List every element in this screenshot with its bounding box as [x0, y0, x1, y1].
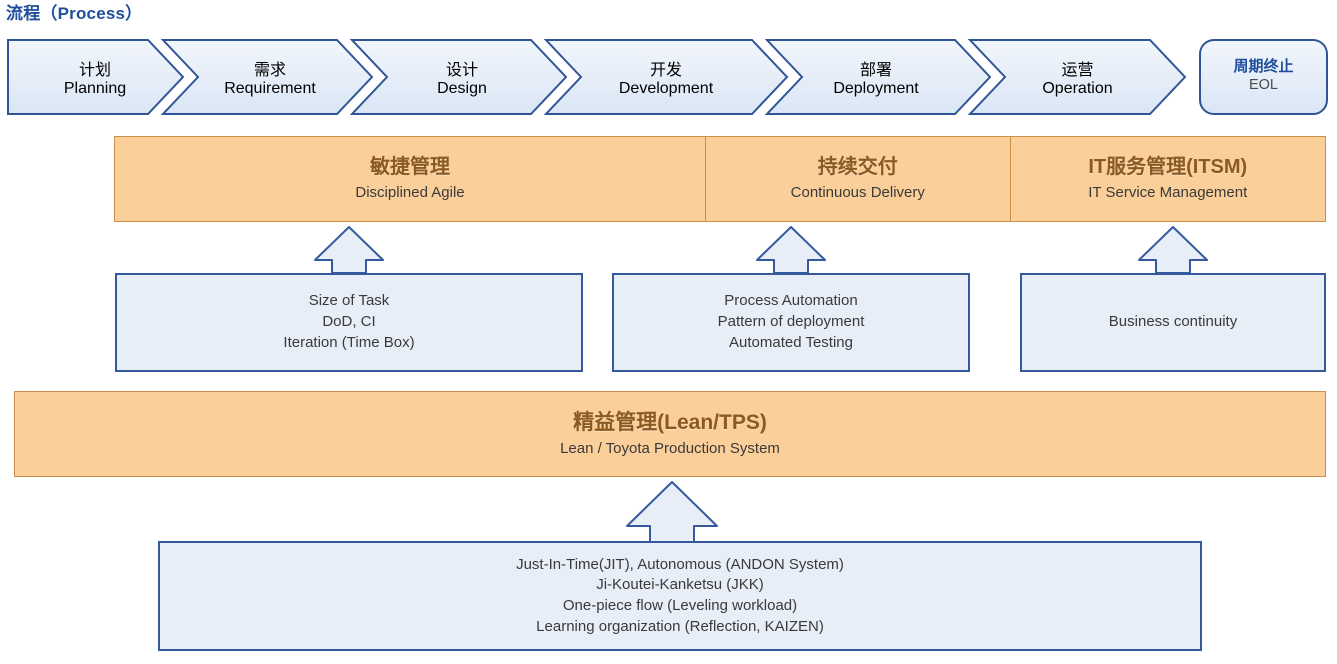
detail-line: Business continuity	[1108, 313, 1238, 331]
arrow-up-icon-agile	[314, 226, 384, 274]
detail-line: Process Automation	[724, 292, 858, 310]
lean-band[interactable]: 精益管理(Lean/TPS) Lean / Toyota Production …	[14, 391, 1326, 477]
practice-cell-continuous-delivery[interactable]: 持续交付 Continuous Delivery	[705, 137, 1010, 221]
detail-box-lines: Size of Task DoD, CI Iteration (Time Box…	[283, 291, 414, 353]
process-step-eol[interactable]: 周期终止 EOL	[1200, 38, 1327, 116]
detail-box-itsm[interactable]: Business continuity	[1020, 273, 1326, 372]
detail-line: Ji-Koutei-Kanketsu (JKK)	[596, 576, 764, 594]
arrow-up-icon-continuous-delivery	[756, 226, 826, 274]
page-title: 流程（Process）	[6, 4, 143, 23]
lean-label-en: Lean / Toyota Production System	[560, 439, 780, 457]
practice-label-en: Continuous Delivery	[790, 184, 925, 202]
practice-cell-itsm[interactable]: IT服务管理(ITSM) IT Service Management	[1009, 137, 1325, 221]
arrow-up-icon-itsm	[1138, 226, 1208, 274]
detail-box-continuous-delivery[interactable]: Process Automation Pattern of deployment…	[612, 273, 970, 372]
detail-box-lines: Just-In-Time(JIT), Autonomous (ANDON Sys…	[516, 555, 844, 638]
practice-label-en: IT Service Management	[1088, 184, 1248, 202]
detail-line: One-piece flow (Leveling workload)	[562, 597, 798, 614]
detail-line: Pattern of deployment	[717, 313, 865, 331]
detail-box-lines: Process Automation Pattern of deployment…	[718, 291, 865, 353]
detail-box-lines: Business continuity	[1109, 312, 1237, 333]
practice-label-en: Disciplined Agile	[355, 184, 465, 202]
chevron-shapes	[7, 39, 1328, 115]
detail-line: Iteration (Time Box)	[283, 333, 415, 351]
detail-box-lean[interactable]: Just-In-Time(JIT), Autonomous (ANDON Sys…	[158, 541, 1202, 651]
detail-line: Automated Testing	[729, 333, 853, 351]
practice-label-cn: 敏捷管理	[370, 156, 450, 179]
practice-label-cn: IT服务管理(ITSM)	[1088, 156, 1248, 179]
step-label-cn: 周期终止	[1233, 58, 1294, 76]
lean-label-cn: 精益管理(Lean/TPS)	[573, 410, 767, 434]
detail-line: DoD, CI	[322, 313, 376, 331]
detail-line: Just-In-Time(JIT), Autonomous (ANDON Sys…	[516, 555, 844, 573]
arrow-up-icon-lean	[626, 481, 718, 543]
practice-band: 敏捷管理 Disciplined Agile 持续交付 Continuous D…	[114, 136, 1326, 222]
detail-line: Learning organization (Reflection, KAIZE…	[536, 617, 824, 635]
detail-line: Size of Task	[308, 292, 390, 310]
detail-box-agile[interactable]: Size of Task DoD, CI Iteration (Time Box…	[115, 273, 583, 372]
process-chevron-strip: 计划 Planning 需求 Requirement 设计 Design 开发 …	[0, 38, 1337, 116]
step-label-en: EOL	[1248, 77, 1278, 94]
practice-label-cn: 持续交付	[817, 156, 898, 179]
practice-cell-disciplined-agile[interactable]: 敏捷管理 Disciplined Agile	[115, 137, 705, 221]
